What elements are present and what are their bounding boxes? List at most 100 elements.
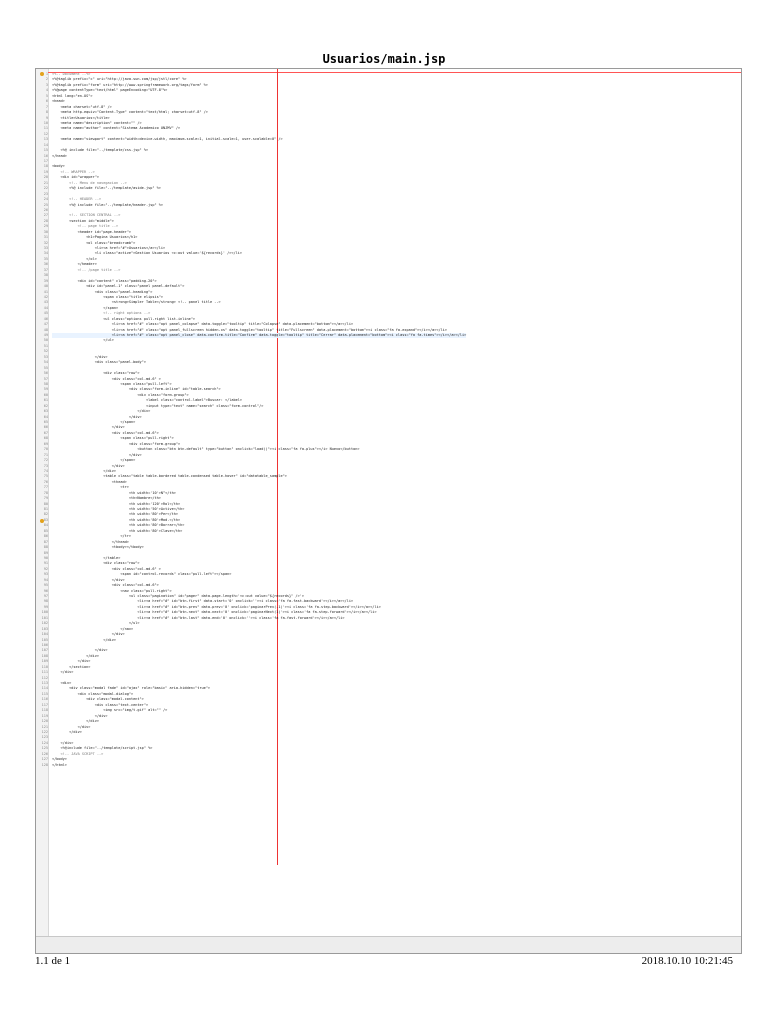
code-text: </div>	[52, 637, 117, 642]
code-line: 93 <span id="control-records" class="pul…	[39, 572, 466, 577]
line-number: 54	[43, 360, 48, 365]
code-line: 57 <div class="col-md-6" >	[39, 377, 466, 382]
line-number: 23	[43, 191, 48, 196]
line-number: 61	[43, 398, 48, 403]
code-text: </div>	[52, 648, 108, 653]
code-text: <meta charset="utf-8" />	[52, 104, 112, 109]
code-line: 94 </div>	[39, 578, 466, 583]
line-number: 101	[41, 615, 48, 620]
code-line: 7 <meta charset="utf-8" />	[39, 105, 466, 110]
line-number: 83	[43, 517, 48, 522]
line-number: 73	[43, 463, 48, 468]
code-text: </div>	[52, 463, 125, 468]
horizontal-scrollbar[interactable]	[36, 936, 741, 953]
code-text: <!-- HEADER -->	[52, 197, 102, 202]
line-number: 4	[45, 88, 48, 93]
line-number: 13	[43, 137, 48, 142]
line-number: 95	[43, 583, 48, 588]
code-text: </ol>	[52, 256, 97, 261]
code-text: <li class="active">Gestion Usuarios <c:o…	[52, 251, 243, 256]
code-text: </span>	[52, 305, 119, 310]
code-text: <th width='50'>Active</th>	[52, 507, 185, 511]
code-line: 31 <h1>Pagina Usuarios</h1>	[39, 235, 466, 240]
line-number: 125	[41, 746, 48, 751]
code-text: </div>	[52, 468, 117, 473]
code-text: <section id="middle">	[52, 218, 114, 223]
code-line: 108 </div>	[39, 654, 466, 659]
code-text: <span class="pull-left">	[52, 381, 172, 386]
line-number: 27	[43, 213, 48, 218]
code-text: <span class="title elipsis">	[52, 294, 164, 299]
code-text: <div id="panel-1" class="panel panel-def…	[52, 284, 185, 289]
code-line: 77 <tr>	[39, 485, 466, 490]
code-text: <th width='80'>Mod.</th>	[52, 517, 181, 522]
code-text: <%@ include file="../template/header.jsp…	[52, 202, 164, 207]
code-line: 21 <!-- Menu de navegacion -->	[39, 181, 466, 186]
code-text: <!-- right options -->	[52, 311, 151, 316]
code-text: <th width='80'>Per</th>	[52, 512, 178, 517]
line-number: 45	[43, 311, 48, 316]
code-line: 115 <div class="modal-dialog">	[39, 692, 466, 697]
line-number: 69	[43, 441, 48, 446]
line-number: 18	[43, 164, 48, 169]
line-number: 14	[43, 142, 48, 147]
code-text: <div class="form-group">	[52, 441, 181, 446]
code-text: <div id="content" class="padding-20">	[52, 278, 157, 283]
top-guide-line	[48, 72, 741, 73]
line-number: 6	[45, 99, 48, 104]
code-text: </nav>	[52, 626, 134, 631]
code-text: <span id="control-records" class="pull-l…	[52, 572, 232, 577]
line-number: 36	[43, 262, 48, 267]
code-line: 14	[39, 143, 466, 148]
code-line: 116 <div class="modal-content">	[39, 697, 466, 702]
line-number: 26	[43, 207, 48, 212]
code-line: 90 </table>	[39, 556, 466, 561]
code-text: </head>	[52, 153, 67, 158]
code-text: </div>	[52, 740, 74, 745]
line-number: 38	[43, 273, 48, 278]
code-line: 48 <li><a href="#" class="opt panel_full…	[39, 328, 466, 333]
code-line: 117 <div class="text-center">	[39, 703, 466, 708]
line-number: 123	[41, 735, 48, 740]
code-line: 102 </ul>	[39, 621, 466, 626]
code-text: </body>	[52, 757, 67, 762]
code-text: </html>	[52, 762, 67, 767]
line-number: 10	[43, 120, 48, 125]
code-line: 3<%@taglib prefix="form" uri="http://www…	[39, 83, 466, 88]
code-text: <%@ include file="../template/aside.jsp"…	[52, 186, 161, 191]
code-line: 43 <strong>Simpler Table</strong> <!-- p…	[39, 300, 466, 305]
code-line: 82 <th width='80'>Per</th>	[39, 512, 466, 517]
code-text: </div>	[52, 425, 125, 430]
code-line: 12	[39, 132, 466, 137]
line-number: 108	[41, 653, 48, 658]
line-number: 81	[43, 507, 48, 511]
code-text: <button class="btn btn-default" type="bu…	[52, 447, 360, 452]
code-line: 11 <meta name="author" content="Sistema …	[39, 126, 466, 131]
code-text: <span class="pull-right">	[52, 436, 174, 441]
code-line: 44 </span>	[39, 306, 466, 311]
source-code: 1<%-- Document --%>2<%@taglib prefix="c"…	[39, 72, 467, 768]
code-line: 40 <div id="panel-1" class="panel panel-…	[39, 284, 466, 289]
code-line: 1<%-- Document --%>	[39, 72, 466, 77]
code-text: <!-- Menu de navegacion -->	[52, 180, 127, 185]
code-line: 79 <th>Nombre</th>	[39, 496, 466, 501]
code-text: <th width='120'>Rol</th>	[52, 501, 181, 506]
line-number: 11	[43, 126, 48, 131]
code-text: <img src="img/t.gif" alt="" />	[52, 708, 168, 713]
line-number: 103	[41, 626, 48, 631]
line-number: 71	[43, 452, 48, 457]
code-text: <tbody></tbody>	[52, 545, 144, 550]
code-text: </div>	[52, 577, 125, 582]
code-line: 76 <thead>	[39, 480, 466, 485]
line-number: 32	[43, 240, 48, 245]
warning-marker-icon	[40, 72, 44, 76]
code-text: <label class="control-label">Buscar: </l…	[52, 398, 243, 403]
code-line: 100 <li><a href="#" id="btn-next" data-n…	[39, 610, 466, 615]
line-number: 19	[43, 169, 48, 174]
line-number: 118	[41, 708, 48, 713]
line-number: 91	[43, 561, 48, 566]
code-line: 30 <header id="page-header">	[39, 230, 466, 235]
code-line: 25 <%@ include file="../template/header.…	[39, 203, 466, 208]
line-number: 89	[43, 550, 48, 555]
line-number: 70	[43, 447, 48, 452]
